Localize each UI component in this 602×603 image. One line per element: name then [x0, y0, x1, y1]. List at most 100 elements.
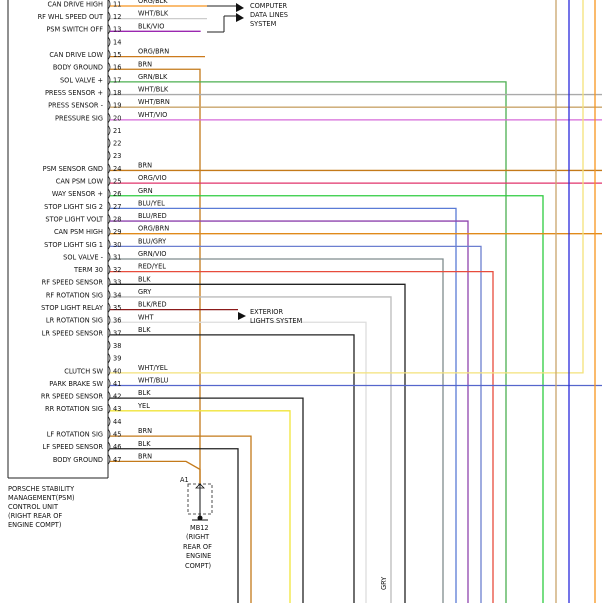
- pin-number: 27: [113, 203, 121, 211]
- connector-tick: [107, 340, 111, 351]
- pin-number: 11: [113, 0, 121, 8]
- wire: [110, 81, 507, 603]
- pin-number: 31: [113, 253, 121, 261]
- wire-color-code: ORG/BRN: [138, 225, 169, 233]
- pin-function-label: PARK BRAKE SW: [49, 380, 103, 388]
- connector-tick: [107, 365, 111, 377]
- wire-color-code: BLU/YEL: [138, 199, 165, 207]
- pin-function-label: SOL VALVE +: [60, 76, 103, 84]
- wire-color-code: WHT: [138, 313, 154, 321]
- pin-function-label: CAN PSM HIGH: [54, 228, 103, 236]
- connector-tick: [107, 49, 111, 60]
- wire-color-code: WHT/BLK: [138, 10, 169, 18]
- pin-function-label: LR ROTATION SIG: [46, 317, 103, 325]
- wire: [110, 245, 482, 603]
- connector-tick: [107, 239, 111, 250]
- pin-number: 28: [113, 215, 121, 223]
- connector-tick: [107, 289, 111, 301]
- wire-color-code: GRN: [138, 187, 153, 195]
- wire-color-code: BLK: [138, 326, 151, 334]
- svg-text:(RIGHT REAR OF: (RIGHT REAR OF: [8, 512, 62, 520]
- svg-text:ENGINE COMPT): ENGINE COMPT): [8, 521, 61, 529]
- wire-color-code: GRN/BLK: [138, 73, 168, 81]
- connector-tick: [107, 390, 111, 402]
- wire-color-code: WHT/BLK: [138, 86, 169, 94]
- connector-tick: [107, 137, 111, 149]
- pin-number: 21: [113, 127, 121, 135]
- wire-color-code: ORG/BRN: [138, 48, 169, 56]
- wire-color-code: BLU/RED: [138, 212, 167, 220]
- pin-number: 12: [113, 13, 121, 21]
- connector-tick: [107, 125, 111, 136]
- wire-color-code: GRY: [138, 288, 152, 296]
- pin-number: 40: [113, 367, 121, 375]
- connector-tick: [107, 201, 111, 212]
- wire-color-code: WHT/VIO: [138, 111, 167, 119]
- pin-function-label: STOP LIGHT SIG 2: [44, 203, 103, 211]
- svg-text:(RIGHT: (RIGHT: [186, 533, 210, 541]
- svg-text:DATA LINES: DATA LINES: [250, 11, 288, 19]
- wire-color-code: YEL: [137, 402, 150, 410]
- wire-color-code: BLK/RED: [138, 301, 167, 309]
- connector-tick: [107, 11, 111, 22]
- wire-color-code: BRN: [138, 60, 152, 68]
- wire-color-code: WHT/BRN: [138, 98, 170, 106]
- wire-color-code: BLK: [138, 440, 151, 448]
- connector-tick: [107, 112, 111, 124]
- connector-tick: [107, 62, 111, 73]
- pin-number: 36: [113, 317, 121, 325]
- pin-function-label: PSM SENSOR GND: [43, 165, 103, 173]
- pin-function-label: RF SPEED SENSOR: [42, 279, 104, 287]
- pin-row: STOP LIGHT SIG 2 27 BLU/YEL: [44, 199, 165, 212]
- pin-number: 37: [113, 329, 121, 337]
- pin-function-label: STOP LIGHT SIG 1: [44, 241, 103, 249]
- wire-color-code: BRN: [138, 427, 152, 435]
- connector-tick: [107, 213, 111, 225]
- connector-tick: [107, 454, 111, 465]
- connector-tick: [107, 403, 111, 415]
- svg-text:EXTERIOR: EXTERIOR: [250, 308, 283, 316]
- wire: [110, 397, 304, 603]
- pin-number: 23: [113, 152, 121, 160]
- wire-color-code: RED/YEL: [138, 263, 166, 271]
- connector-tick: [107, 150, 111, 162]
- pin-function-label: PRESSURE SIG: [55, 114, 103, 122]
- connector-tick: [107, 428, 111, 440]
- svg-text:GRY: GRY: [380, 576, 388, 590]
- connector-tick: [107, 264, 111, 275]
- wire-color-code: WHT/BLU: [138, 377, 169, 385]
- wire-color-code: BRN: [138, 452, 152, 460]
- pin-function-label: RR ROTATION SIG: [45, 405, 103, 413]
- gry-label: GRY: [380, 576, 388, 590]
- pin-row: 38: [107, 340, 121, 351]
- pin-row: LR ROTATION SIG 36 WHT: [46, 313, 154, 326]
- computer-data-lines-note: COMPUTER DATA LINES SYSTEM: [207, 2, 288, 33]
- pin-number: 26: [113, 190, 121, 198]
- wire: [110, 271, 494, 603]
- pin-number: 47: [113, 456, 121, 464]
- pin-number: 39: [113, 355, 121, 363]
- svg-text:ENGINE: ENGINE: [186, 552, 211, 560]
- ground-mb12: A1 MB12 (RIGHT REAR OF ENGINE COMPT): [180, 476, 213, 570]
- wire: [110, 220, 469, 603]
- pin-function-label: PRESS SENSOR +: [45, 89, 103, 97]
- connector-tick: [107, 99, 111, 111]
- pin-function-label: CAN PSM LOW: [56, 178, 104, 186]
- wire: [110, 410, 291, 603]
- wire-color-code: GRN/VIO: [138, 250, 167, 258]
- connector-tick: [107, 416, 111, 427]
- pin-function-label: LF SPEED SENSOR: [43, 443, 104, 451]
